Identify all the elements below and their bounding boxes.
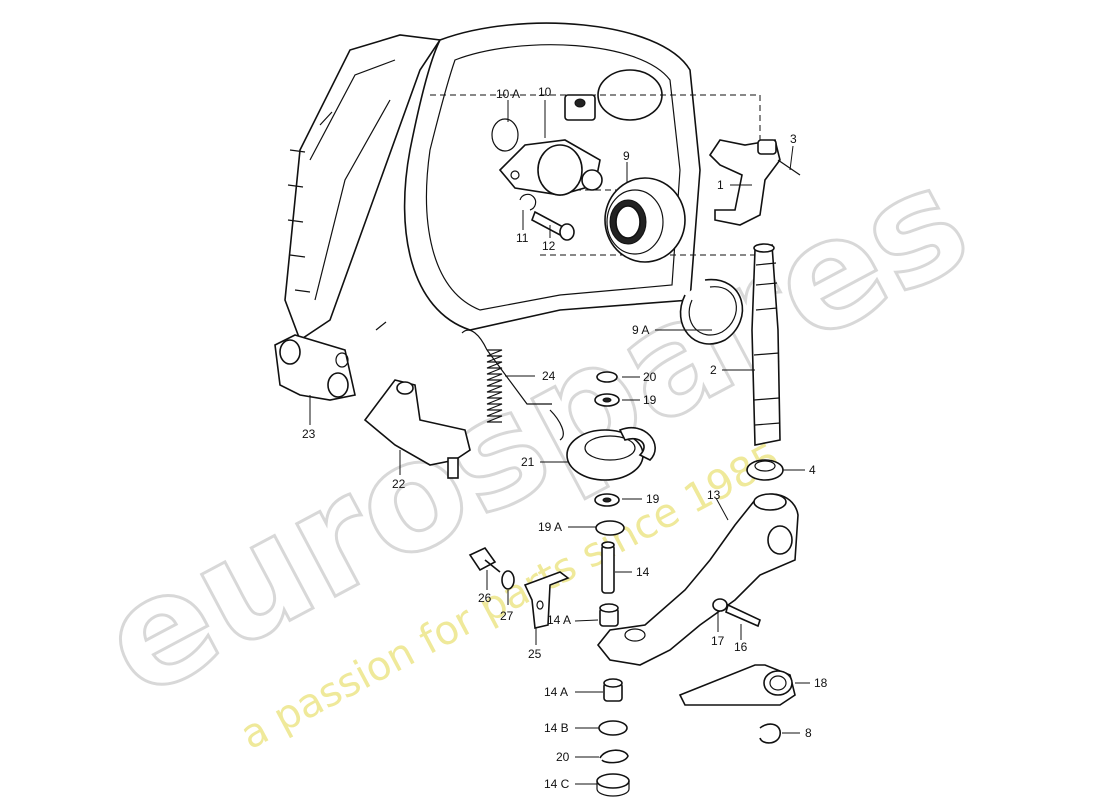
part-25-plate <box>523 571 570 629</box>
callout-10: 10 <box>538 85 552 99</box>
callout-21: 21 <box>521 455 535 469</box>
callout-14C: 14 C <box>544 777 570 791</box>
part-18-lever <box>678 664 796 706</box>
part-14C-bushing <box>596 773 630 797</box>
callout-labels: 10 A 10 3 9 1 11 12 9 A 24 20 2 19 23 21… <box>302 85 828 791</box>
part-24-spring <box>461 329 564 441</box>
part-4-seal <box>746 459 784 481</box>
callout-13: 13 <box>707 488 721 502</box>
part-14A-bush-bottom <box>603 678 623 702</box>
leader-lines <box>309 100 810 785</box>
callout-12: 12 <box>542 239 556 253</box>
callout-4: 4 <box>809 463 816 477</box>
part-19A-ring <box>595 520 625 536</box>
callout-18: 18 <box>814 676 828 690</box>
callout-26: 26 <box>478 591 492 605</box>
callout-14A-top: 14 A <box>547 613 571 627</box>
part-26-bolt <box>468 546 501 573</box>
part-19-washer-bottom <box>594 493 620 507</box>
part-27-washer <box>501 570 515 590</box>
callout-14A-bottom: 14 A <box>544 685 568 699</box>
callout-9: 9 <box>623 149 630 163</box>
part-21-pulley <box>566 427 656 481</box>
part-1-release-fork <box>708 139 801 226</box>
part-20-circlip-bottom <box>599 749 629 764</box>
part-20-circlip <box>596 371 618 383</box>
part-23-bracket <box>274 334 356 401</box>
callout-19-lower: 19 <box>646 492 660 506</box>
callout-19: 19 <box>643 393 657 407</box>
part-17-16-nut-bolt <box>712 598 761 628</box>
callout-19A: 19 A <box>538 520 562 534</box>
part-13-clutch-lever <box>596 493 799 666</box>
part-9A-circlip <box>679 278 744 345</box>
callout-11: 11 <box>516 231 529 245</box>
callout-8: 8 <box>805 726 812 740</box>
callout-2: 2 <box>710 363 717 377</box>
part-10-guide-tube <box>498 139 603 196</box>
callout-14B: 14 B <box>544 721 569 735</box>
callout-25: 25 <box>528 647 542 661</box>
callout-14: 14 <box>636 565 650 579</box>
part-2-shaft <box>751 243 781 446</box>
callout-23: 23 <box>302 427 316 441</box>
callout-9A: 9 A <box>632 323 649 337</box>
callout-20: 20 <box>643 370 657 384</box>
callout-10A: 10 A <box>496 87 520 101</box>
callout-3: 3 <box>790 132 797 146</box>
part-19-washer-top <box>594 393 620 407</box>
callout-27: 27 <box>500 609 514 623</box>
callout-20-bottom: 20 <box>556 750 570 764</box>
callout-16: 16 <box>734 640 748 654</box>
part-11-12-bolt <box>519 193 575 241</box>
part-14A-bush-top <box>599 603 619 627</box>
part-8-circlip <box>759 723 781 744</box>
part-14B-ring <box>598 720 628 736</box>
callout-22: 22 <box>392 477 406 491</box>
callout-24: 24 <box>542 369 556 383</box>
callout-1: 1 <box>717 178 724 192</box>
part-9-release-bearing <box>604 177 686 263</box>
part-14-pin <box>601 541 615 594</box>
callout-17: 17 <box>711 634 725 648</box>
part-22-support-arm <box>363 379 471 479</box>
